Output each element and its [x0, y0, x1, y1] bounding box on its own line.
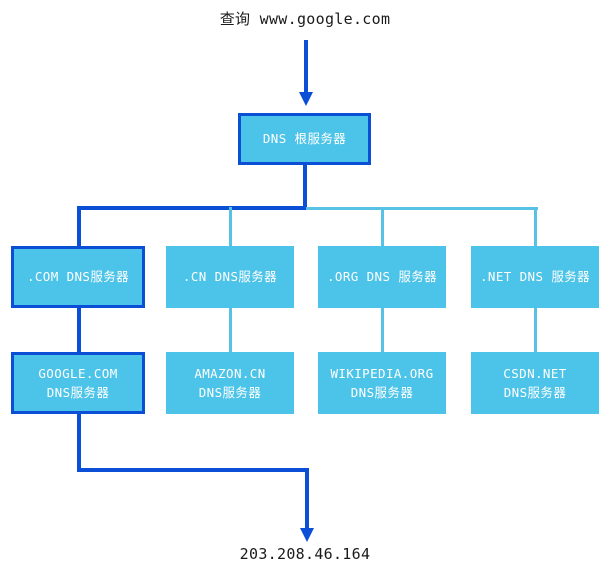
node-tld-com[interactable]: .COM DNS服务器	[11, 246, 145, 308]
answer-path-arrowhead	[300, 528, 314, 542]
node-tld-cn[interactable]: .CN DNS服务器	[166, 246, 294, 308]
org-to-wikipedia-line	[381, 308, 384, 354]
node-auth-google[interactable]: GOOGLE.COM DNS服务器	[11, 352, 145, 414]
node-tld-org[interactable]: .ORG DNS 服务器	[318, 246, 446, 308]
bus-to-cn-line	[229, 207, 232, 247]
node-root[interactable]: DNS 根服务器	[238, 113, 371, 165]
com-to-google-line	[77, 308, 81, 354]
node-auth-google-label-line1: GOOGLE.COM	[38, 365, 118, 381]
node-auth-wikipedia-label-line1: WIKIPEDIA.ORG	[330, 365, 434, 381]
answer-path-horizontal	[77, 468, 309, 472]
root-to-bus-line	[303, 165, 307, 210]
node-tld-net-label: .NET DNS 服务器	[479, 269, 591, 285]
answer-path-down-right	[305, 468, 309, 531]
node-tld-org-label: .ORG DNS 服务器	[326, 269, 438, 285]
node-auth-csdn-label-line1: CSDN.NET	[503, 365, 567, 381]
node-tld-cn-label: .CN DNS服务器	[182, 269, 278, 285]
bus-to-org-line	[381, 207, 384, 247]
bus-to-com-line	[77, 206, 81, 248]
node-auth-csdn-label-line2: DNS服务器	[503, 385, 567, 400]
answer-path-down-left	[77, 414, 81, 472]
node-auth-wikipedia[interactable]: WIKIPEDIA.ORG DNS服务器	[318, 352, 446, 414]
node-auth-amazon-label-line1: AMAZON.CN	[194, 365, 266, 381]
net-to-csdn-line	[534, 308, 537, 354]
node-auth-wikipedia-label-line2: DNS服务器	[350, 385, 414, 400]
query-label: 查询 www.google.com	[219, 10, 391, 28]
bus-line-right	[303, 207, 538, 210]
node-auth-amazon-label-line2: DNS服务器	[198, 385, 262, 400]
node-auth-google-label-line2: DNS服务器	[46, 385, 110, 400]
bus-line-left-highlight	[77, 206, 306, 210]
node-auth-csdn[interactable]: CSDN.NET DNS服务器	[471, 352, 599, 414]
resolved-ip-label: 203.208.46.164	[239, 545, 371, 563]
node-tld-com-label: .COM DNS服务器	[26, 269, 130, 285]
query-to-root-line	[304, 40, 308, 95]
node-tld-net[interactable]: .NET DNS 服务器	[471, 246, 599, 308]
query-to-root-arrowhead	[299, 92, 313, 106]
bus-to-net-line	[534, 207, 537, 247]
cn-to-amazon-line	[229, 308, 232, 354]
node-auth-amazon[interactable]: AMAZON.CN DNS服务器	[166, 352, 294, 414]
node-root-label: DNS 根服务器	[262, 131, 347, 147]
